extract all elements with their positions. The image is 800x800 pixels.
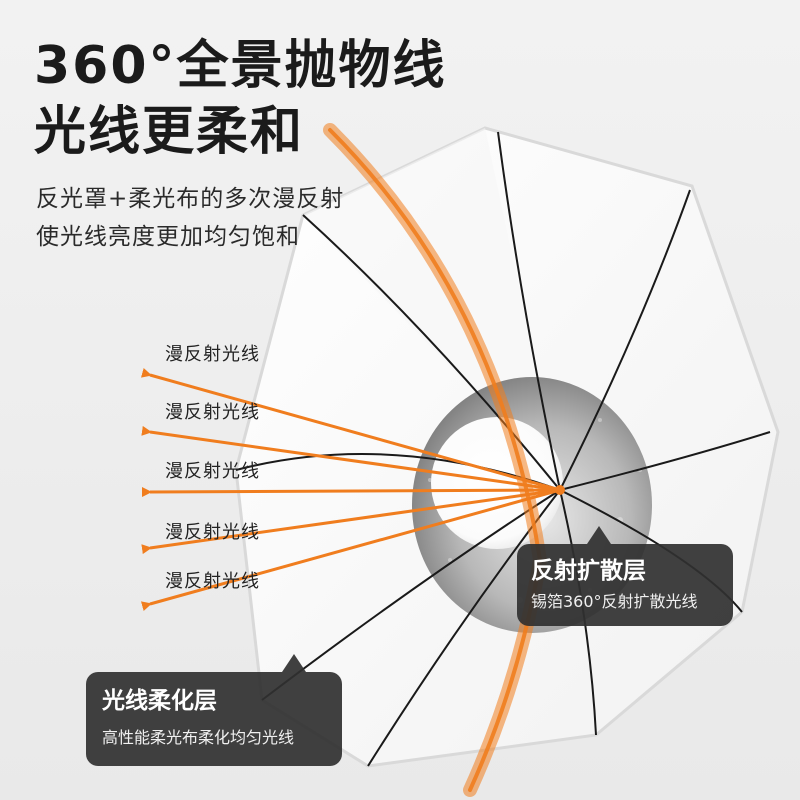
ray-line-4 xyxy=(141,488,561,555)
ray-line-5 xyxy=(140,488,561,611)
parabolic-arc-core xyxy=(328,128,543,792)
subtitle-line-1: 反光罩+柔光布的多次漫反射 xyxy=(36,186,345,212)
ray-label-1: 漫反射光线 xyxy=(165,344,260,365)
reflective-layer-callout: 反射扩散层 锡箔360°反射扩散光线 xyxy=(517,544,733,626)
subtitle-line-2: 使光线亮度更加均匀饱和 xyxy=(36,224,300,250)
ray-line-1 xyxy=(140,368,561,492)
diffusion-layer-callout: 光线柔化层 高性能柔光布柔化均匀光线 xyxy=(86,672,342,766)
diffusion-callout-pointer xyxy=(282,654,306,672)
ray-label-4: 漫反射光线 xyxy=(165,522,260,543)
ray-line-2 xyxy=(141,425,561,492)
ray-label-3: 漫反射光线 xyxy=(165,461,260,482)
light-bulb xyxy=(431,417,563,549)
reflective-callout-pointer xyxy=(587,526,611,544)
ray-lines xyxy=(140,368,561,611)
focal-point xyxy=(555,485,565,495)
reflective-layer-desc: 锡箔360°反射扩散光线 xyxy=(531,592,698,611)
reflective-layer-title: 反射扩散层 xyxy=(531,558,646,584)
ray-line-3 xyxy=(141,487,561,498)
diffusion-layer-title: 光线柔化层 xyxy=(102,688,217,714)
ray-label-2: 漫反射光线 xyxy=(165,402,260,423)
headline-line-1: 360°全景抛物线 xyxy=(34,36,447,96)
headline-line-2: 光线更柔和 xyxy=(34,102,305,162)
diffusion-layer-desc: 高性能柔光布柔化均匀光线 xyxy=(102,728,295,747)
ray-label-5: 漫反射光线 xyxy=(165,571,260,592)
